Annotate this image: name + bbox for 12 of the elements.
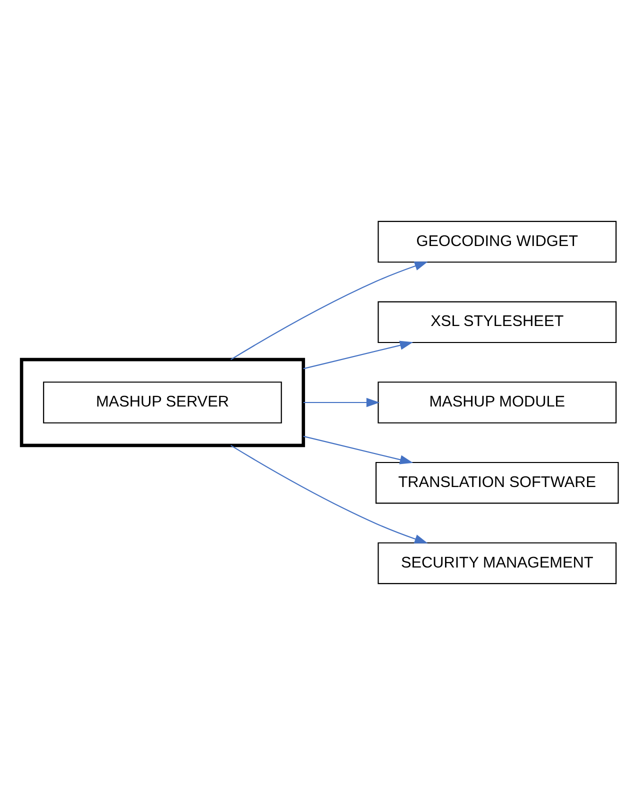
- arrow: [230, 262, 428, 360]
- arrow: [230, 444, 428, 544]
- arrow: [303, 436, 414, 464]
- cluster: [20, 358, 306, 448]
- node-box: SECURITY MANAGEMENT: [378, 542, 617, 584]
- node-box: TRANSLATION SOFTWARE: [376, 462, 619, 504]
- arrow: [303, 340, 414, 370]
- node-box: GEOCODING WIDGET: [378, 220, 617, 263]
- arrow: [303, 398, 380, 408]
- node-box: MASHUP MODULE: [378, 382, 617, 424]
- node-box: MASHUP SERVER: [43, 382, 282, 424]
- node-box: XSL STYLESHEET: [378, 301, 617, 344]
